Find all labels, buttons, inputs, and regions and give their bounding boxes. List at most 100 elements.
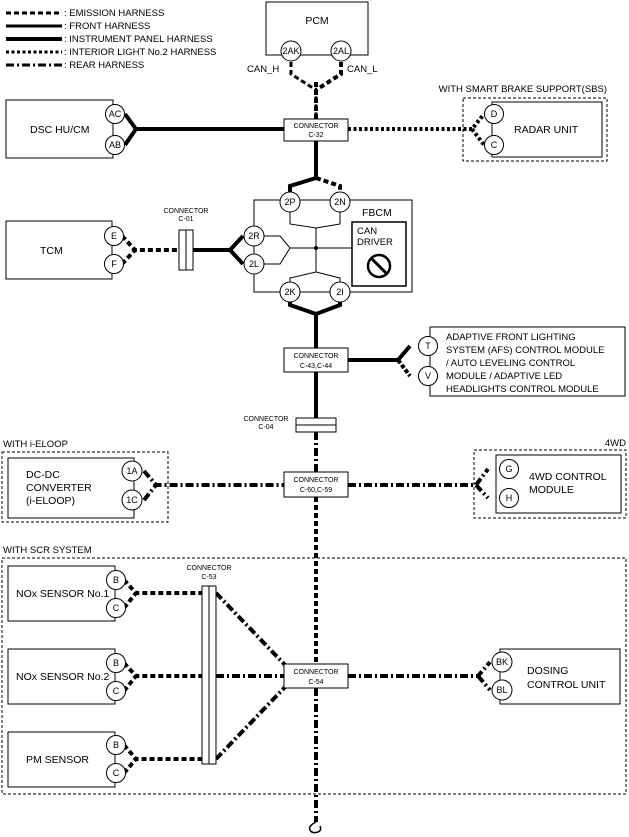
- legend-front: : FRONT HARNESS: [64, 21, 150, 32]
- tcm-module: TCM E F: [5, 220, 124, 280]
- dcdc-line3: (i-ELOOP): [26, 495, 75, 507]
- afs-line4: MODULE / ADAPTIVE LED: [446, 371, 562, 382]
- nox2-module: NOx SENSOR No.2 B C: [7, 648, 126, 705]
- c01-code: C-01: [178, 216, 193, 223]
- group-4wd-label: 4WD: [605, 438, 626, 449]
- dosing-line2: CONTROL UNIT: [527, 679, 606, 691]
- fbcm-pin-2p: 2P: [284, 197, 295, 207]
- fbcm-pin-2k: 2K: [284, 287, 295, 297]
- group-ieloop: WITH i-ELOOP: [1, 439, 169, 523]
- dsc-module: DSC HU/CM AC AB: [5, 99, 125, 159]
- connector-c53: CONNECTOR C-53: [187, 565, 232, 765]
- tcm-pin-f: F: [111, 259, 117, 269]
- c04-word: CONNECTOR: [244, 416, 289, 423]
- c60-word: CONNECTOR: [294, 477, 339, 484]
- dsc-label: DSC HU/CM: [30, 124, 90, 136]
- can-driver-line2: DRIVER: [357, 237, 393, 248]
- connector-c54: CONNECTOR C-54: [283, 663, 349, 689]
- nox1-pin-b: B: [113, 575, 119, 585]
- group-ieloop-label: WITH i-ELOOP: [3, 439, 68, 450]
- pcm-module: PCM 2AK 2AL CAN_H CAN_L: [247, 1, 378, 75]
- can-h-label: CAN_H: [247, 64, 279, 75]
- wires: [120, 62, 492, 834]
- dcdc-module: DC-DC CONVERTER (i-ELOOP) 1A 1C: [7, 457, 143, 519]
- fbcm-pin-2i: 2I: [336, 287, 344, 297]
- afs-module: ADAPTIVE FRONT LIGHTING SYSTEM (AFS) CON…: [418, 326, 626, 397]
- pcm-pin-2al: 2AL: [333, 46, 349, 56]
- dosing-line1: DOSING: [527, 665, 568, 677]
- group-scr-label: WITH SCR SYSTEM: [3, 545, 92, 556]
- nox2-pin-c: C: [113, 686, 120, 696]
- dsc-pin-ac: AC: [109, 109, 122, 119]
- legend-interior: : INTERIOR LIGHT No.2 HARNESS: [64, 47, 216, 58]
- fbcm-pin-2l: 2L: [249, 259, 259, 269]
- tcm-pin-e: E: [111, 231, 117, 241]
- pm-label: PM SENSOR: [26, 754, 89, 766]
- nox1-pin-c: C: [113, 603, 120, 613]
- c01-word: CONNECTOR: [164, 208, 209, 215]
- connector-c43: CONNECTOR C-43,C-44: [283, 347, 349, 373]
- c43-code: C-43,C-44: [300, 363, 332, 370]
- dcdc-pin-1c: 1C: [126, 495, 138, 505]
- radar-pin-c: C: [491, 140, 498, 150]
- fourwd-line2: MODULE: [529, 484, 574, 496]
- afs-line2: SYSTEM (AFS) CONTROL MODULE: [446, 345, 605, 356]
- nox1-label: NOx SENSOR No.1: [16, 588, 110, 600]
- fbcm-pin-2n: 2N: [334, 197, 346, 207]
- nox1-module: NOx SENSOR No.1 B C: [7, 565, 126, 622]
- c43-word: CONNECTOR: [294, 353, 339, 360]
- connector-c01: CONNECTOR C-01: [164, 208, 209, 271]
- c60-code: C-60,C-59: [300, 487, 332, 494]
- dcdc-line2: CONVERTER: [26, 482, 92, 494]
- pcm-pin-2ak: 2AK: [282, 46, 299, 56]
- can-driver-line1: CAN: [357, 226, 377, 237]
- connector-c32: CONNECTOR C-32: [283, 118, 349, 142]
- tcm-label: TCM: [40, 245, 63, 257]
- can-l-label: CAN_L: [347, 64, 378, 75]
- afs-line5: HEADLIGHTS CONTROL MODULE: [446, 384, 599, 395]
- afs-line3: / AUTO LEVELING CONTROL: [446, 358, 575, 369]
- fbcm-label: FBCM: [362, 207, 392, 219]
- legend-emission: : EMISSION HARNESS: [64, 8, 164, 19]
- fourwd-line1: 4WD CONTROL: [529, 471, 607, 483]
- can-driver-icon: [366, 253, 392, 279]
- dosing-module: DOSING CONTROL UNIT BK BL: [491, 648, 621, 705]
- nox2-label: NOx SENSOR No.2: [16, 671, 110, 683]
- pm-pin-b: B: [113, 740, 119, 750]
- legend-instrument: : INSTRUMENT PANEL HARNESS: [64, 34, 213, 45]
- fbcm-pin-2r: 2R: [248, 231, 260, 241]
- fourwd-pin-h: H: [506, 493, 513, 503]
- dcdc-line1: DC-DC: [26, 469, 60, 481]
- legend: : EMISSION HARNESS : FRONT HARNESS : INS…: [6, 8, 216, 71]
- connector-c60: CONNECTOR C-60,C-59: [283, 471, 349, 498]
- c53-code: C-53: [201, 574, 216, 581]
- afs-pin-t: T: [425, 341, 431, 351]
- dsc-pin-ab: AB: [109, 140, 121, 150]
- dosing-pin-bk: BK: [496, 657, 508, 667]
- pm-pin-c: C: [113, 768, 120, 778]
- group-sbs-label: WITH SMART BRAKE SUPPORT(SBS): [439, 84, 607, 95]
- c54-code: C-54: [308, 679, 323, 686]
- legend-rear: : REAR HARNESS: [64, 60, 144, 71]
- c54-word: CONNECTOR: [294, 669, 339, 676]
- dcdc-pin-1a: 1A: [126, 466, 137, 476]
- c32-code: C-32: [308, 132, 323, 139]
- fourwd-module: 4WD CONTROL MODULE G H: [495, 454, 622, 514]
- group-4wd: 4WD: [473, 438, 627, 519]
- c04-code: C-04: [258, 424, 273, 431]
- pcm-label: PCM: [305, 15, 328, 27]
- fourwd-pin-g: G: [505, 464, 512, 474]
- afs-pin-v: V: [425, 371, 431, 381]
- nox2-pin-b: B: [113, 658, 119, 668]
- radar-module: RADAR UNIT D C: [484, 101, 603, 158]
- dosing-pin-bl: BL: [496, 685, 507, 695]
- radar-label: RADAR UNIT: [514, 124, 579, 136]
- c53-word: CONNECTOR: [187, 565, 232, 572]
- group-scr: WITH SCR SYSTEM: [1, 545, 627, 795]
- group-sbs: WITH SMART BRAKE SUPPORT(SBS): [439, 84, 608, 162]
- c32-word: CONNECTOR: [294, 123, 339, 130]
- fbcm-module: FBCM CAN DRIVER 2P 2N 2R 2L 2K 2I: [243, 191, 413, 303]
- afs-line1: ADAPTIVE FRONT LIGHTING: [446, 332, 576, 343]
- connector-c04: CONNECTOR C-04: [244, 416, 337, 433]
